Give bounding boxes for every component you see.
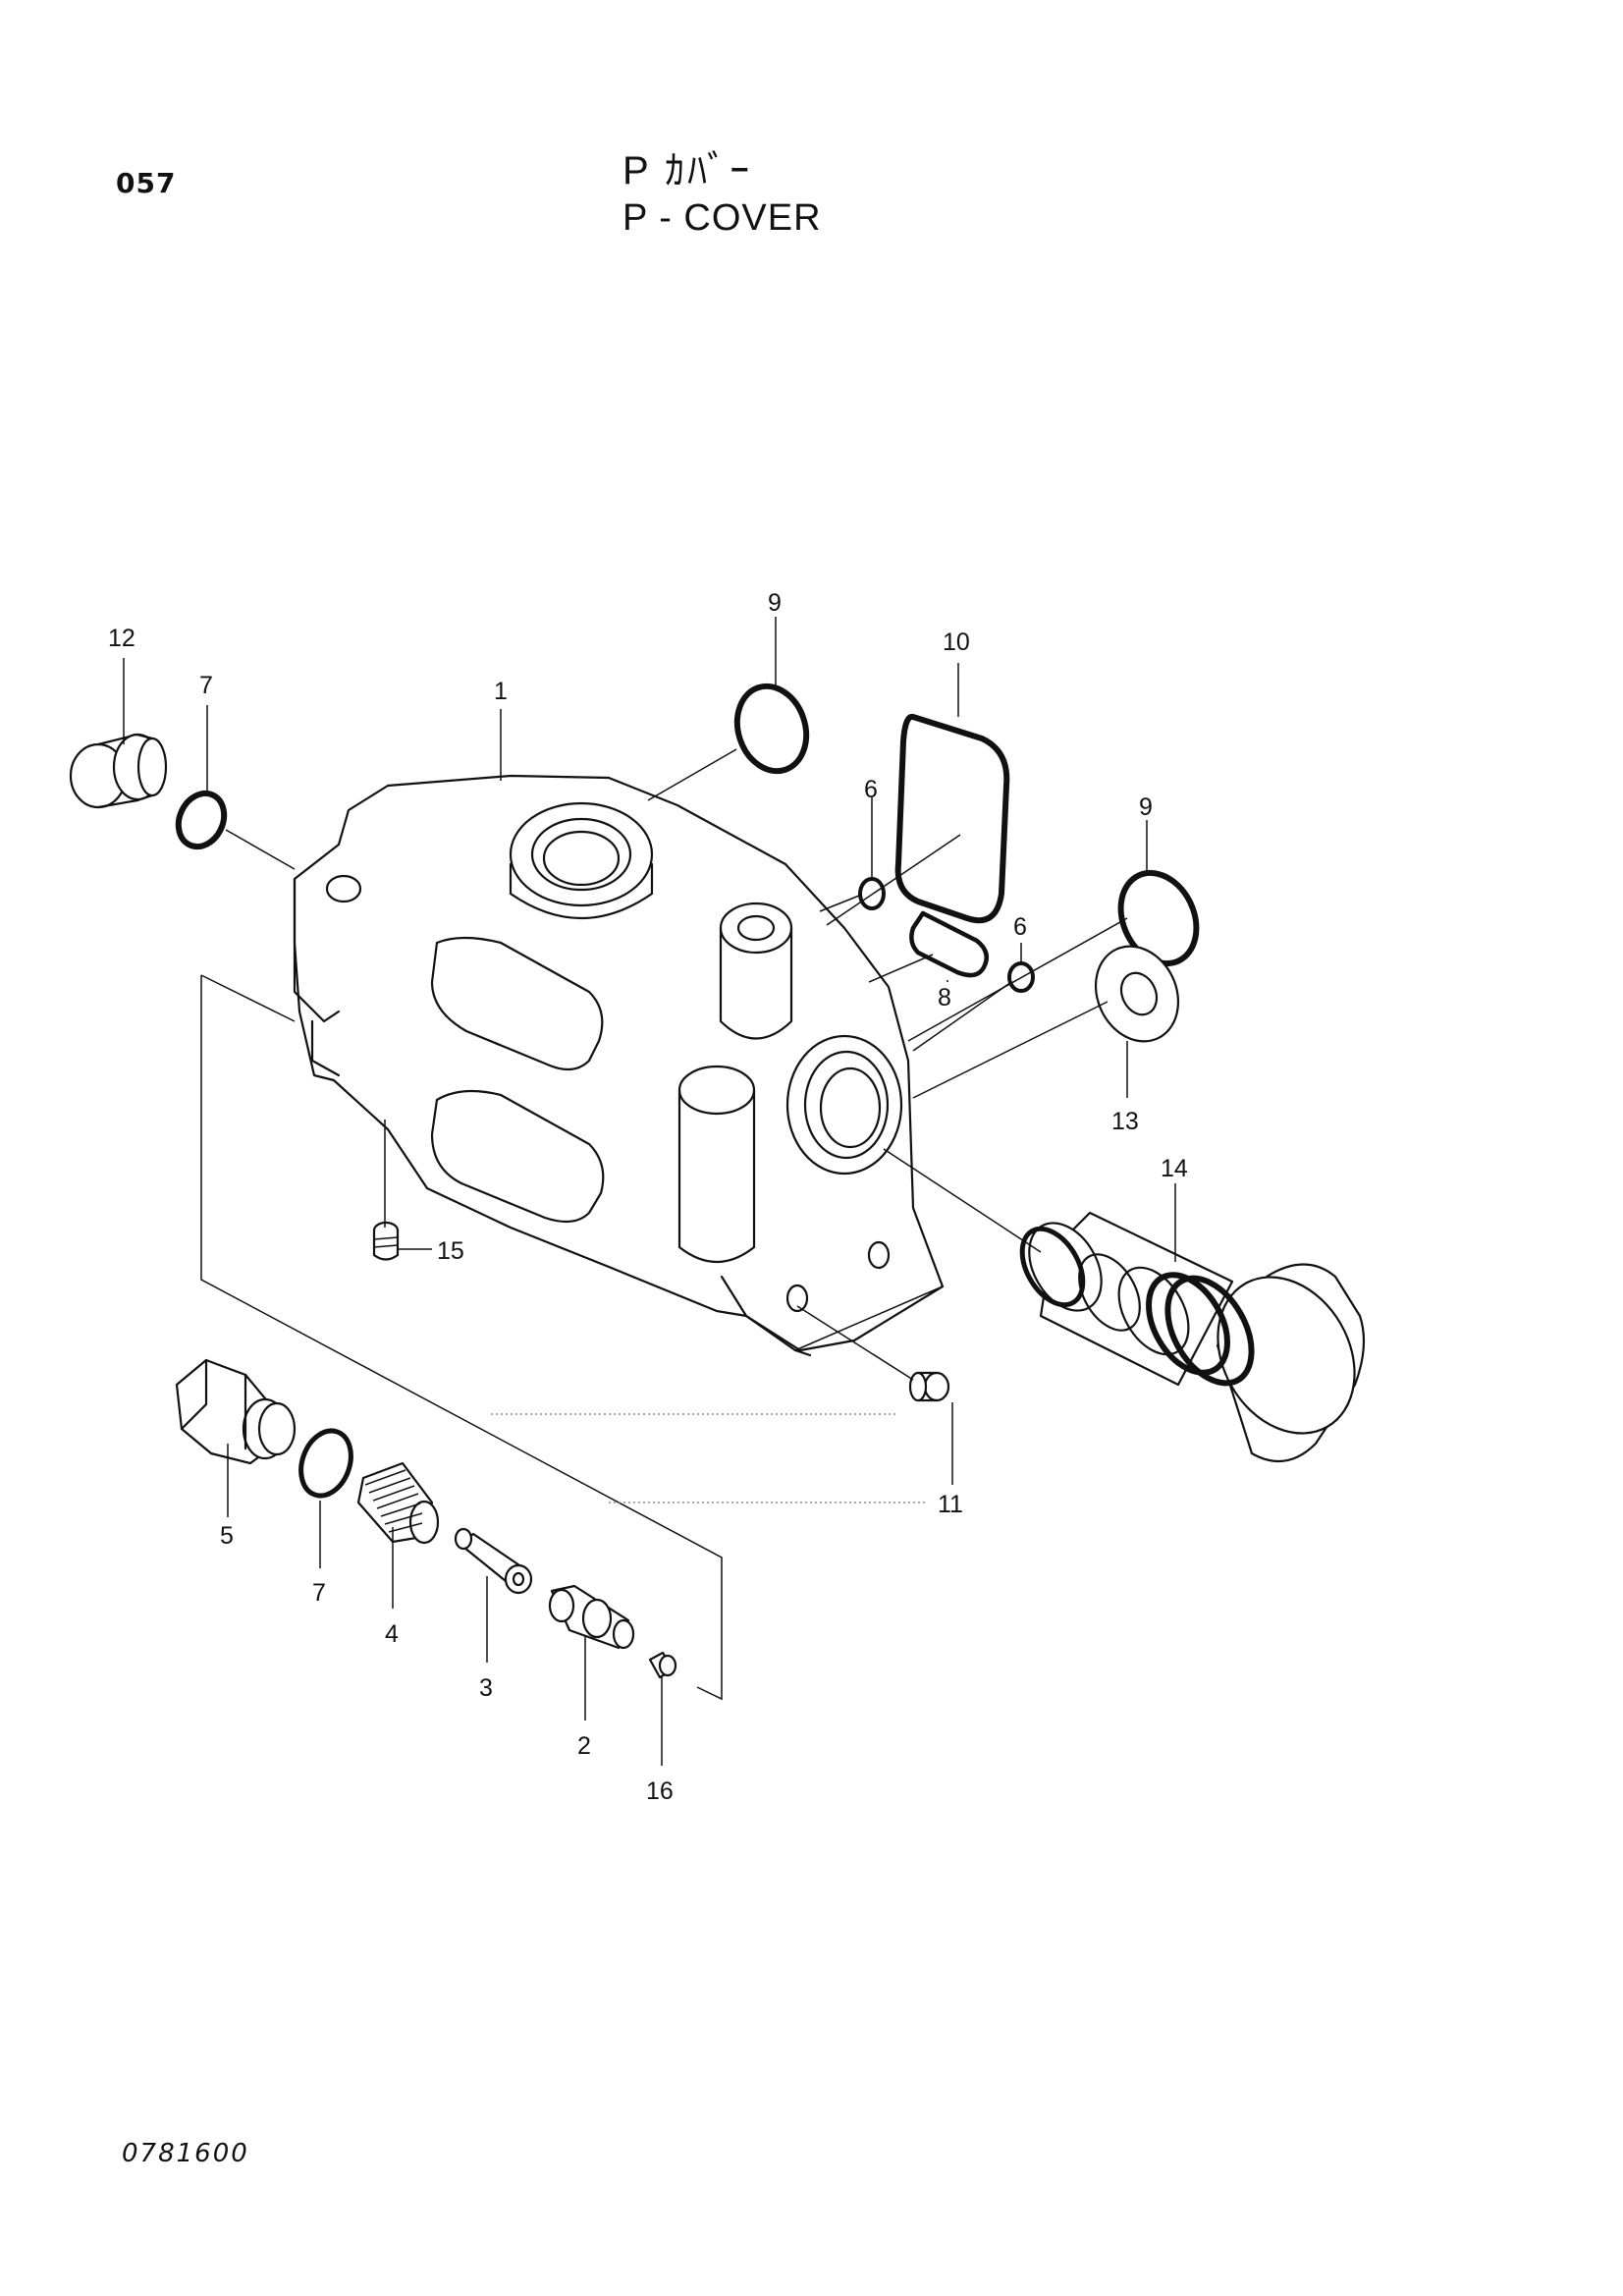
part-12-plug: [69, 733, 168, 809]
title-english: P - COVER: [622, 196, 822, 239]
callout-7-lower: 7: [312, 1579, 326, 1607]
assembly-outline: [200, 974, 723, 1701]
part-13-washer: [1094, 945, 1180, 1043]
part-1-cover-body: [293, 774, 945, 1357]
part-16-plug: [648, 1651, 677, 1679]
callout-3: 3: [479, 1674, 493, 1702]
part-7-o-ring-lower: [298, 1428, 353, 1499]
part-3-pin: [454, 1527, 533, 1595]
part-11-plug: [908, 1371, 950, 1402]
title-japanese: P ｶﾊﾞｰ: [622, 149, 753, 192]
callout-12: 12: [108, 625, 135, 652]
callout-16: 16: [646, 1777, 674, 1805]
callout-labels: 12 7 1 9 10 6 9 6 8 13 14 15 11 5 7 4 3 …: [108, 589, 1188, 1805]
callout-8: 8: [938, 984, 951, 1011]
callout-9-top: 9: [768, 589, 782, 617]
part-5-fitting: [175, 1358, 297, 1465]
callout-14: 14: [1161, 1155, 1188, 1182]
callout-11: 11: [938, 1491, 963, 1518]
callout-2: 2: [577, 1732, 591, 1760]
part-15-screw: [372, 1221, 400, 1261]
callout-13: 13: [1111, 1108, 1139, 1135]
callout-15: 15: [437, 1237, 464, 1265]
callout-9-right: 9: [1139, 793, 1153, 821]
part-4-spring: [356, 1461, 440, 1545]
page-title: P ｶﾊﾞｰ P - COVER: [622, 147, 822, 241]
body-base-outline: [794, 1285, 944, 1351]
callout-4: 4: [385, 1620, 399, 1648]
callout-5: 5: [220, 1522, 234, 1550]
part-9-o-ring-top: [733, 683, 810, 775]
callout-7-upper: 7: [199, 672, 213, 699]
callout-6-b: 6: [1013, 913, 1027, 941]
drawing-code: 0781600: [122, 2139, 249, 2168]
part-8-gasket: [909, 910, 990, 978]
page-number: 057: [116, 167, 177, 199]
callout-1: 1: [494, 678, 508, 705]
assembly-lines: [225, 748, 1128, 1503]
callout-10: 10: [943, 629, 970, 656]
part-9-o-ring-right: [1117, 869, 1200, 967]
part-14-valve-cartridge: [1019, 1211, 1366, 1463]
part-10-gasket: [894, 713, 1010, 924]
callout-6-a: 6: [864, 776, 878, 803]
part-2-poppet: [548, 1584, 635, 1650]
callout-leaders: [123, 617, 1176, 1766]
part-7-o-ring-upper: [175, 790, 228, 850]
